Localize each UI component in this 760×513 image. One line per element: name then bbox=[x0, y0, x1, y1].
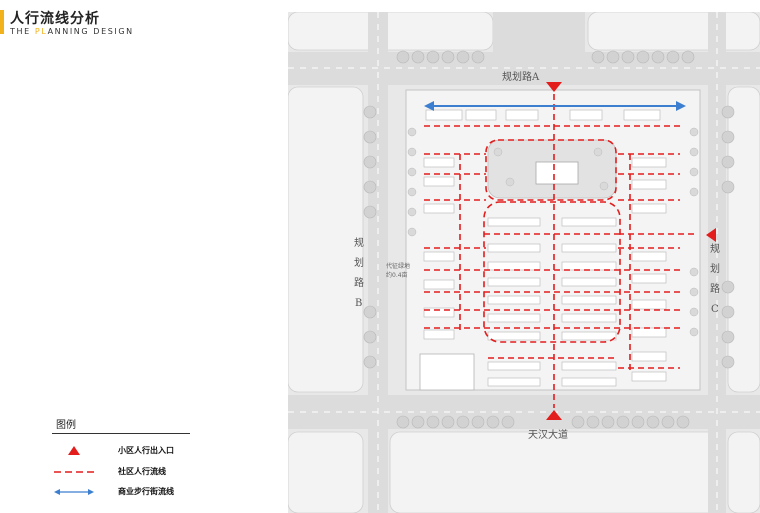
commercial-pedestrian-flow bbox=[424, 101, 686, 111]
road-label-south: 天汉大道 bbox=[528, 428, 568, 441]
legend-label-community-flow: 社区人行流线 bbox=[118, 467, 166, 476]
svg-text:规: 规 bbox=[354, 236, 364, 249]
road-label-east: 规 划 路 C bbox=[710, 242, 720, 315]
clubhouse-building bbox=[535, 161, 579, 185]
site-plan-svg: 规划路A 天汉大道 规 划 路 B 规 划 路 C 代征绿地 约0.4亩 bbox=[288, 12, 760, 513]
page-title: 人行流线分析 bbox=[10, 11, 100, 27]
commercial-building bbox=[419, 353, 475, 391]
page-header: 人行流线分析 THE PLANNING DESIGN bbox=[0, 8, 200, 38]
svg-text:路: 路 bbox=[710, 282, 720, 295]
legend-title: 图例 bbox=[56, 420, 76, 431]
svg-text:规: 规 bbox=[710, 242, 720, 255]
svg-text:代征绿地: 代征绿地 bbox=[386, 262, 410, 270]
residential-buildings bbox=[423, 109, 667, 387]
road-label-west: 规 划 路 B bbox=[354, 236, 364, 309]
svg-text:B: B bbox=[355, 298, 362, 309]
svg-text:划: 划 bbox=[354, 256, 364, 269]
legend-label-entrance: 小区人行出入口 bbox=[118, 446, 174, 455]
legend-item-community-flow: 社区人行流线 bbox=[52, 465, 202, 479]
legend-label-commercial-flow: 商业步行街流线 bbox=[118, 487, 174, 496]
site-plan-map: 规划路A 天汉大道 规 划 路 B 规 划 路 C 代征绿地 约0.4亩 bbox=[288, 12, 760, 513]
road-label-north: 规划路A bbox=[502, 70, 540, 83]
street-trees bbox=[363, 50, 735, 429]
south-entrance-icon bbox=[546, 410, 562, 420]
legend-divider bbox=[52, 433, 190, 434]
east-entrance-icon bbox=[706, 228, 716, 242]
title-accent-bar bbox=[0, 10, 4, 34]
svg-text:路: 路 bbox=[354, 276, 364, 289]
double-arrow-icon bbox=[54, 489, 94, 495]
green-land-note: 代征绿地 约0.4亩 bbox=[386, 262, 410, 279]
svg-text:约0.4亩: 约0.4亩 bbox=[386, 271, 408, 279]
svg-text:C: C bbox=[711, 304, 719, 315]
site-trees bbox=[407, 127, 699, 337]
entrance-markers bbox=[546, 82, 716, 420]
site-parcel bbox=[405, 89, 701, 391]
legend-item-entrance: 小区人行出入口 bbox=[52, 444, 202, 458]
dashed-line-icon bbox=[54, 471, 94, 473]
page-subtitle: THE PLANNING DESIGN bbox=[10, 27, 134, 36]
svg-text:划: 划 bbox=[710, 262, 720, 275]
entrance-triangle-icon bbox=[68, 446, 80, 455]
city-blocks bbox=[288, 12, 760, 513]
legend-item-commercial-flow: 商业步行街流线 bbox=[52, 485, 202, 499]
north-entrance-icon bbox=[546, 82, 562, 92]
community-pedestrian-flow bbox=[424, 94, 698, 408]
